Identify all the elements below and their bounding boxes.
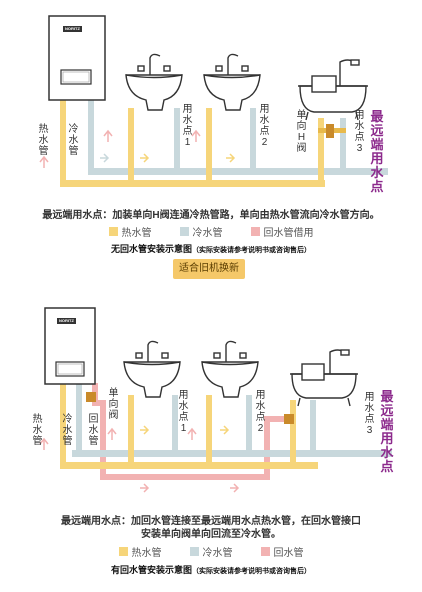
- legend-return-borrow: 回水管借用: [263, 228, 314, 239]
- d1-point3-label: 用水点3: [354, 110, 365, 154]
- d2-caption: 有回水管安装示意图（实际安装请参考说明书或咨询售后）: [0, 563, 422, 576]
- d2-caption-main: 有回水管安装示意图: [110, 565, 192, 575]
- legend2-hot: 热水管: [131, 548, 162, 559]
- d2-point2-label: 用水点2: [255, 390, 266, 434]
- d1-hot-pipe-label: 热水管: [38, 124, 49, 157]
- bathtub-2: [290, 349, 358, 407]
- diagram2-pipes: [39, 383, 392, 493]
- d2-note-line1: 最远端用水点：加回水管连接至最远端用水点热水管，在回水管接口: [61, 516, 361, 527]
- sink-4: [201, 340, 259, 398]
- sink-1: [125, 53, 183, 111]
- hot-riser: [60, 98, 66, 187]
- water-heater-1: [48, 15, 106, 101]
- d1-caption-sub: （实际安装请参考说明书或咨询售后）: [192, 247, 311, 254]
- d2-point1-label: 用水点1: [178, 390, 189, 434]
- d1-note: 最远端用水点：加装单向H阀连通冷热管路，单向由热水管流向冷水管方向。: [42, 210, 380, 221]
- d2-point3-label: 用水点3: [364, 392, 375, 436]
- d1-point1-label: 用水点1: [182, 104, 193, 148]
- sink-2: [203, 53, 261, 111]
- d2-cold-pipe-label: 冷水管: [62, 414, 73, 447]
- brand-logo-2: NORITZ: [57, 318, 76, 324]
- d2-legend: 热水管 冷水管 回水管: [0, 544, 422, 559]
- sink-3: [123, 340, 181, 398]
- d2-far-point-label: 最远端用水点: [380, 389, 394, 474]
- legend-cold: 冷水管: [192, 228, 223, 239]
- cold-main-pipe: [88, 168, 388, 175]
- legend-hot: 热水管: [121, 228, 152, 239]
- cold-riser: [88, 98, 94, 175]
- d2-return-pipe-label: 回水管: [88, 414, 99, 447]
- hot-main-pipe: [60, 180, 325, 187]
- brand-logo-1: NORITZ: [63, 26, 82, 32]
- d1-point2-label: 用水点2: [259, 104, 270, 148]
- d2-note-line2: 安装单向阀单向回流至冷水管。: [141, 529, 281, 540]
- d2-valve-label: 单向阀: [108, 388, 119, 421]
- switch-button[interactable]: 适合旧机换新: [173, 259, 245, 279]
- d1-legend: 热水管 冷水管 回水管借用: [0, 224, 422, 239]
- d1-caption: 无回水管安装示意图（实际安装请参考说明书或咨询售后）: [0, 242, 422, 255]
- d1-far-point-label: 最远端用水点: [370, 109, 384, 194]
- legend2-cold: 冷水管: [202, 548, 233, 559]
- d1-valve-label: 单向H阀: [296, 110, 307, 154]
- d2-caption-sub: （实际安装请参考说明书或咨询售后）: [192, 568, 311, 575]
- diagram1-pipes: [39, 98, 388, 187]
- bathtub-1: [298, 59, 368, 121]
- legend2-return: 回水管: [273, 548, 304, 559]
- d1-caption-main: 无回水管安装示意图: [110, 244, 192, 254]
- d1-cold-pipe-label: 冷水管: [68, 124, 79, 157]
- d2-hot-pipe-label: 热水管: [32, 414, 43, 447]
